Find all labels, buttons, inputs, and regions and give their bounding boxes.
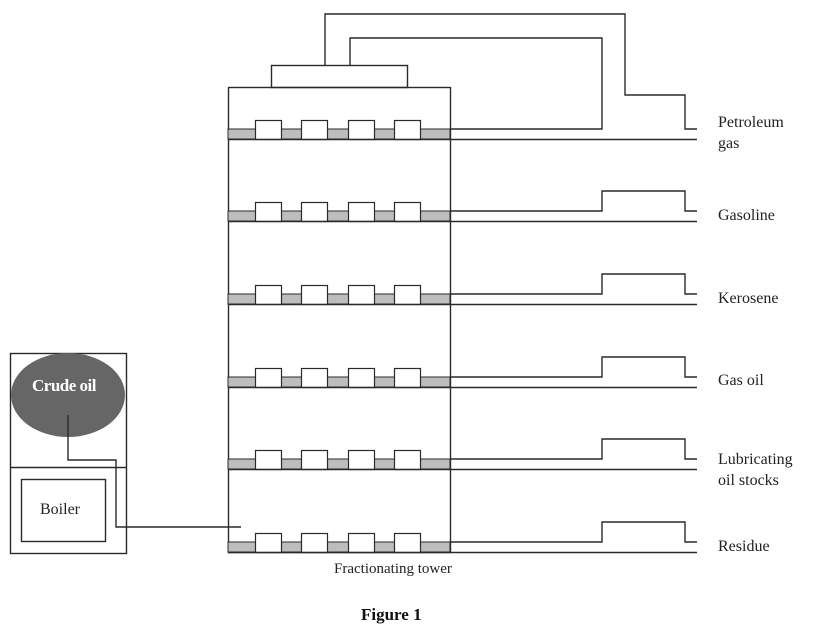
crude-oil-tank — [11, 353, 125, 437]
bubble-cap — [347, 367, 376, 389]
bubble-cap — [254, 201, 283, 223]
outlet-pipe-kerosene — [450, 273, 697, 295]
bubble-cap — [254, 367, 283, 389]
bubble-cap — [393, 201, 422, 223]
bubble-cap — [347, 532, 376, 554]
outlet-pipe-lubricating-oil-stocks — [450, 438, 697, 460]
outlet-pipe-residue — [450, 521, 697, 543]
label-gas-oil: Gas oil — [718, 372, 764, 389]
label-kerosene: Kerosene — [718, 290, 779, 307]
tower-body — [227, 86, 452, 554]
bubble-cap — [254, 119, 283, 141]
overhead-pipe-outer — [324, 13, 697, 130]
label-lubricating-oil-stocks: Lubricating oil stocks — [718, 451, 793, 489]
figure-caption: Figure 1 — [361, 605, 422, 624]
bubble-cap — [254, 284, 283, 306]
bubble-cap — [393, 449, 422, 471]
bubble-cap — [300, 119, 329, 141]
crude-oil-label: Crude oil — [32, 376, 96, 395]
bubble-cap — [300, 367, 329, 389]
feed-pipe — [67, 415, 241, 528]
bubble-cap — [300, 532, 329, 554]
label-residue: Residue — [718, 538, 770, 555]
bubble-cap — [347, 449, 376, 471]
bubble-cap — [393, 284, 422, 306]
bubble-cap — [347, 284, 376, 306]
label-petroleum-gas: Petroleum gas — [718, 114, 784, 152]
tower-caption: Fractionating tower — [334, 561, 452, 577]
bubble-cap — [393, 119, 422, 141]
boiler-label: Boiler — [40, 501, 80, 518]
overhead-pipe-inner — [349, 37, 603, 130]
bubble-cap — [300, 449, 329, 471]
outlet-pipe-gas-oil — [450, 356, 697, 378]
boiler-box — [20, 478, 107, 543]
tower-top-cap — [270, 64, 409, 89]
bubble-cap — [254, 532, 283, 554]
bubble-cap — [254, 449, 283, 471]
label-gasoline: Gasoline — [718, 207, 775, 224]
bubble-cap — [393, 532, 422, 554]
bubble-cap — [347, 119, 376, 141]
bubble-cap — [347, 201, 376, 223]
bubble-cap — [300, 284, 329, 306]
bubble-cap — [300, 201, 329, 223]
outlet-pipe-gasoline — [450, 190, 697, 212]
bubble-cap — [393, 367, 422, 389]
